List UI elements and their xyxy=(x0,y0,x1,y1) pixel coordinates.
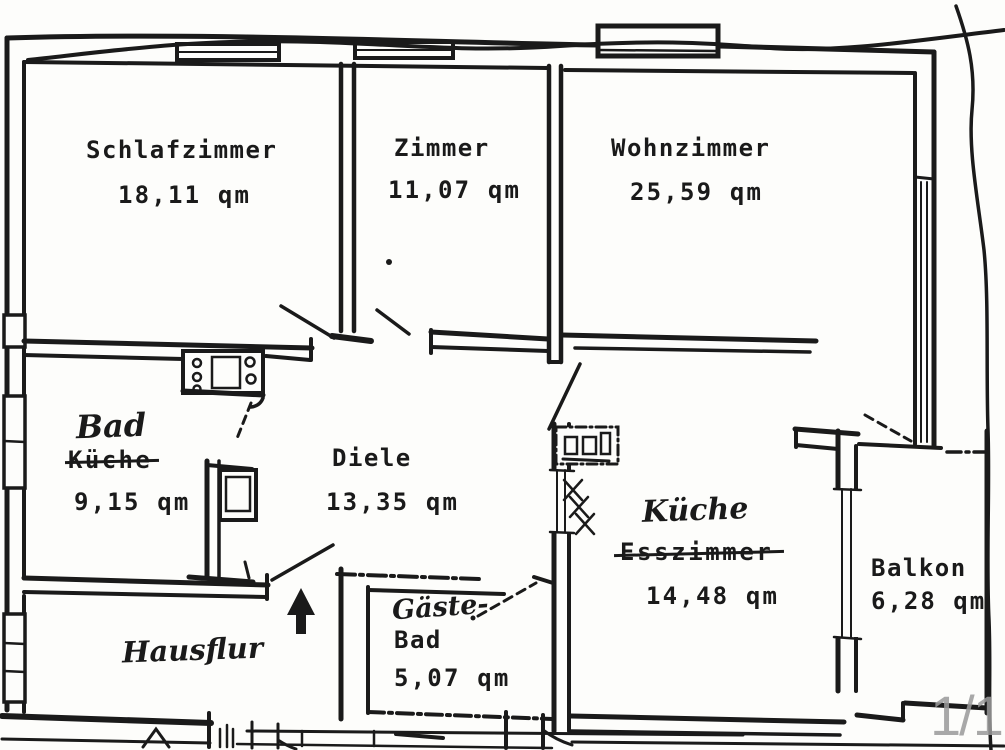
fixture-symbols xyxy=(180,349,620,522)
washbasin-icon xyxy=(554,425,620,466)
room-label-gaeste-bad: Bad xyxy=(394,626,442,654)
door-symbols xyxy=(234,304,913,621)
window-symbols xyxy=(2,23,721,704)
room-label-balkon: Balkon xyxy=(871,554,967,582)
duct-icon xyxy=(218,468,258,522)
room-area-wohnzimmer: 25,59 qm xyxy=(630,178,764,206)
room-label-bad-former: Küche xyxy=(68,448,152,472)
room-area-diele: 13,35 qm xyxy=(326,488,460,516)
paper-edges xyxy=(26,4,1005,750)
struck-text: Küche xyxy=(68,446,153,474)
room-area-zimmer: 11,07 qm xyxy=(388,176,522,204)
page-watermark: 1/1 xyxy=(930,684,1004,747)
entrance-arrow-icon xyxy=(287,588,315,634)
room-label-kueche-former: Esszimmer xyxy=(620,540,773,564)
room-label-wohnzimmer: Wohnzimmer xyxy=(611,134,771,162)
room-label-diele: Diele xyxy=(332,444,412,472)
room-label-hausflur: Hausflur xyxy=(121,630,264,670)
partition-walls xyxy=(21,61,990,740)
ink-dot xyxy=(386,259,392,265)
room-label-bad-handwritten: Bad xyxy=(75,405,147,447)
room-label-zimmer: Zimmer xyxy=(394,134,490,162)
room-area-kueche: 14,48 qm xyxy=(646,582,780,610)
kitchen-unit-icon xyxy=(180,349,266,409)
room-label-kueche-handwritten: Küche xyxy=(641,491,749,530)
room-area-gaeste-bad: 5,07 qm xyxy=(394,664,511,692)
room-label-schlafzimmer: Schlafzimmer xyxy=(86,136,278,164)
room-area-bad: 9,15 qm xyxy=(74,488,191,516)
hausflur-marks xyxy=(0,710,1005,750)
room-label-gaeste-handwritten: Gäste- xyxy=(391,588,490,627)
room-area-balkon: 6,28 qm xyxy=(871,587,987,615)
room-area-schlafzimmer: 18,11 qm xyxy=(118,181,252,209)
struck-text: Esszimmer xyxy=(620,538,774,566)
